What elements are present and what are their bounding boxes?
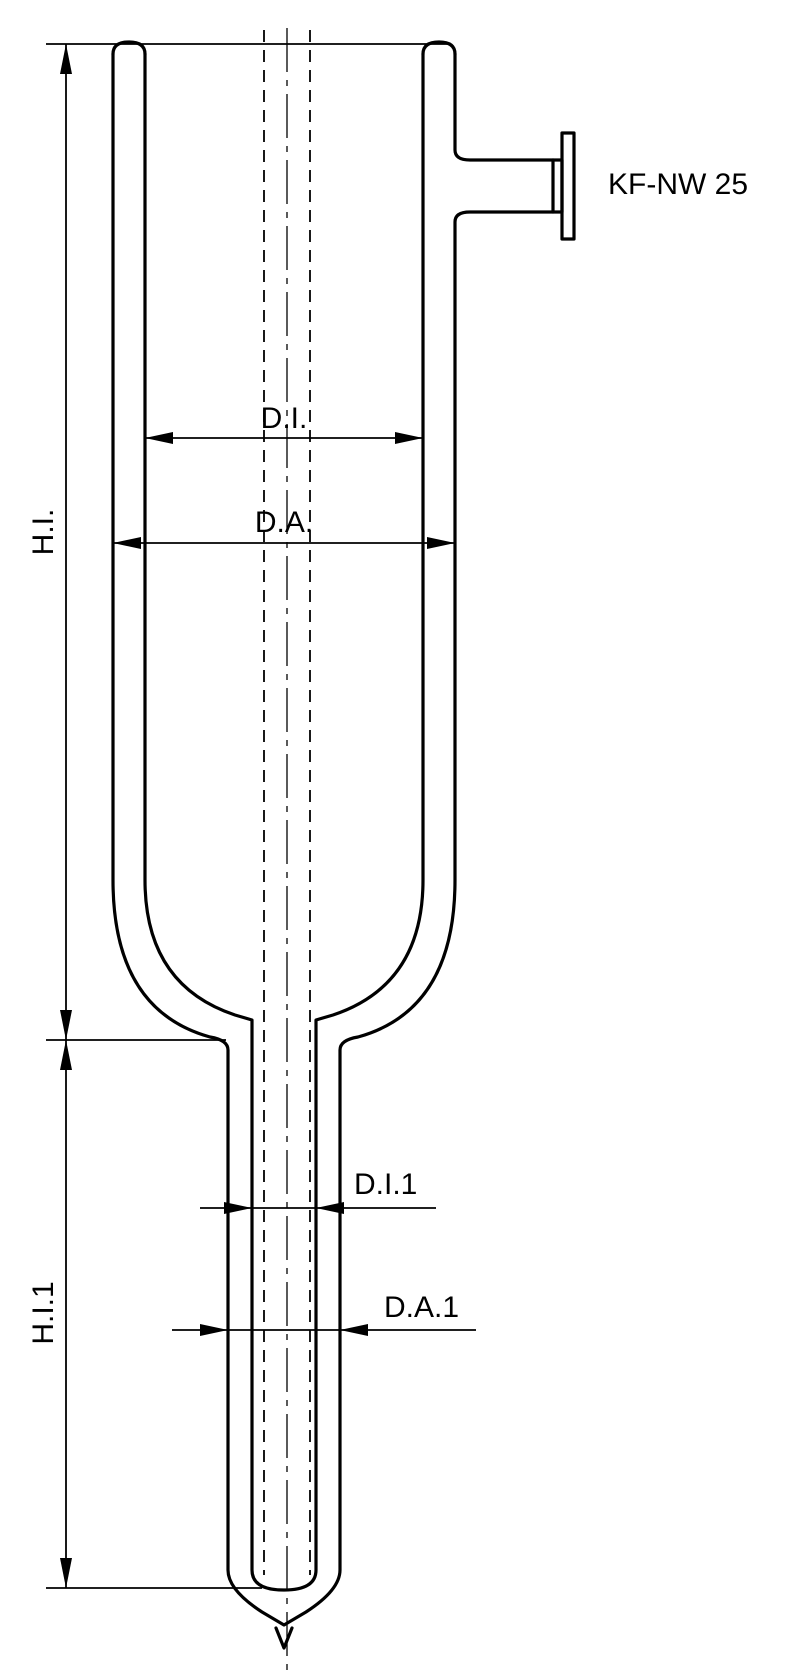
flange-label: KF-NW 25 [608, 168, 748, 201]
vessel-inner-wall [143, 52, 425, 1592]
hi-dimension [60, 44, 72, 1040]
da1-dimension [172, 1324, 476, 1336]
da-label: D.A. [255, 506, 313, 539]
right-rim [421, 40, 457, 56]
left-rim [111, 40, 147, 56]
drip-tip [274, 1626, 294, 1650]
di-label: D.I. [261, 402, 308, 435]
vessel-outer-wall [111, 52, 555, 1627]
hi-label: H.I. [27, 509, 60, 556]
kf-flange [551, 131, 576, 241]
hi1-label: H.I.1 [27, 1281, 60, 1344]
di-dimension [145, 432, 423, 444]
di1-dimension [200, 1202, 436, 1214]
di1-label: D.I.1 [354, 1168, 417, 1201]
da-dimension [113, 537, 455, 549]
da1-label: D.A.1 [384, 1291, 459, 1324]
hi1-dimension [60, 1040, 72, 1588]
